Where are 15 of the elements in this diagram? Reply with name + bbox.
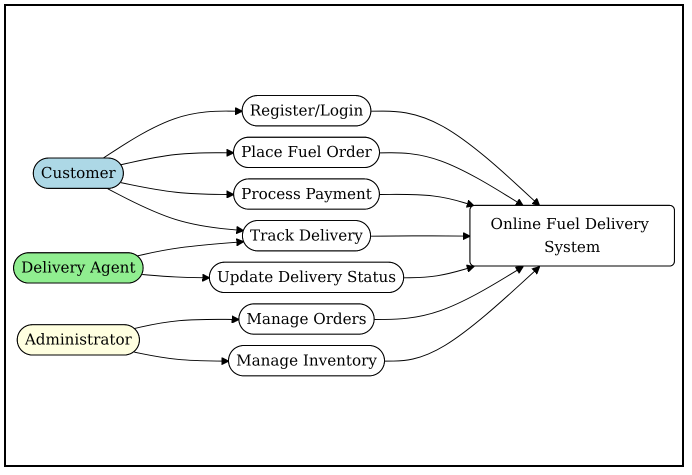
arrow [374, 266, 524, 320]
arrow [379, 152, 524, 206]
arrow [134, 315, 240, 329]
arrow [136, 238, 244, 256]
arrow [107, 188, 244, 234]
arrow [379, 194, 475, 208]
arrow [120, 182, 234, 198]
arrow [370, 110, 540, 206]
arrow [120, 148, 234, 165]
arrow [404, 264, 475, 278]
arrow [142, 273, 210, 282]
arrow [384, 266, 540, 362]
arrow [134, 351, 230, 366]
arrow [370, 232, 471, 240]
arrow [102, 106, 243, 159]
